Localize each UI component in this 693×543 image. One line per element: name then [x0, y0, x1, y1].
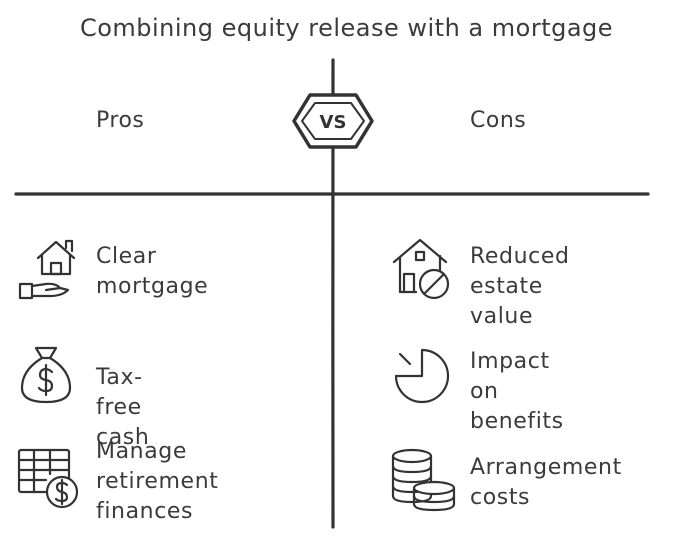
vs-badge: VS	[292, 93, 374, 149]
diagram-title: Combining equity release with a mortgage	[79, 14, 614, 42]
vs-label: VS	[320, 112, 347, 133]
horizontal-divider	[14, 192, 650, 196]
cons-heading: Cons	[470, 108, 527, 133]
pros-item-label: Clear mortgage	[96, 244, 209, 299]
money-bag-icon	[20, 346, 72, 404]
house-with-hand-icon	[18, 239, 76, 300]
pros-item-label: Manage retirement finances	[96, 439, 219, 524]
spreadsheet-coin-icon	[17, 448, 79, 509]
cons-item-label: Reduced estate value	[470, 244, 570, 329]
cons-item-label: Arrangement costs	[470, 455, 622, 510]
pie-chart-icon	[394, 348, 450, 404]
coin-stack-icon	[391, 448, 456, 512]
house-no-icon	[392, 238, 450, 300]
pros-item-label: Tax-free cash	[96, 365, 150, 450]
cons-item-label: Impact on benefits	[470, 349, 564, 434]
pros-heading: Pros	[96, 108, 145, 133]
